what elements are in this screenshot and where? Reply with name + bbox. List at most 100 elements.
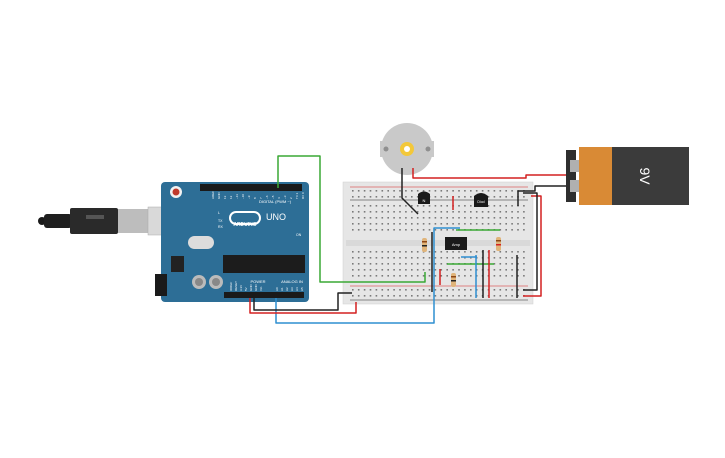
breadboard-hole[interactable] xyxy=(416,295,419,297)
breadboard-hole[interactable] xyxy=(411,295,413,297)
breadboard-hole[interactable] xyxy=(411,251,413,253)
breadboard-hole[interactable] xyxy=(357,211,360,213)
breadboard-hole[interactable] xyxy=(440,257,443,259)
op-amp-ic[interactable]: Amp xyxy=(445,237,467,250)
breadboard-hole[interactable] xyxy=(399,251,401,253)
breadboard-hole[interactable] xyxy=(470,190,472,192)
breadboard-hole[interactable] xyxy=(505,205,507,207)
breadboard-hole[interactable] xyxy=(511,229,513,231)
wire-red-rail[interactable] xyxy=(523,195,542,297)
breadboard-hole[interactable] xyxy=(440,223,443,225)
breadboard-hole[interactable] xyxy=(399,289,401,291)
breadboard-hole[interactable] xyxy=(452,257,454,259)
breadboard-hole[interactable] xyxy=(470,289,472,291)
breadboard-hole[interactable] xyxy=(481,223,484,225)
breadboard-hole[interactable] xyxy=(416,223,419,225)
breadboard-hole[interactable] xyxy=(446,251,448,253)
breadboard-hole[interactable] xyxy=(363,196,366,198)
breadboard-hole[interactable] xyxy=(411,223,413,225)
breadboard[interactable] xyxy=(342,181,534,305)
breadboard-hole[interactable] xyxy=(493,196,496,198)
breadboard-hole[interactable] xyxy=(505,223,507,225)
breadboard-hole[interactable] xyxy=(422,205,425,207)
breadboard-hole[interactable] xyxy=(352,263,354,265)
breadboard-hole[interactable] xyxy=(381,196,384,198)
breadboard-hole[interactable] xyxy=(357,269,360,271)
wire-black-battery[interactable] xyxy=(517,185,566,206)
breadboard-hole[interactable] xyxy=(452,217,454,219)
breadboard-hole[interactable] xyxy=(422,211,425,213)
breadboard-hole[interactable] xyxy=(458,217,460,219)
breadboard-hole[interactable] xyxy=(464,223,466,225)
breadboard-hole[interactable] xyxy=(416,205,419,207)
breadboard-hole[interactable] xyxy=(505,211,507,213)
breadboard-hole[interactable] xyxy=(481,217,484,219)
breadboard-hole[interactable] xyxy=(399,217,401,219)
wire-black-motor[interactable] xyxy=(401,168,419,215)
breadboard-hole[interactable] xyxy=(499,295,502,297)
breadboard-hole[interactable] xyxy=(399,275,401,277)
breadboard-hole[interactable] xyxy=(470,257,472,259)
breadboard-hole[interactable] xyxy=(464,269,466,271)
breadboard-hole[interactable] xyxy=(499,229,502,231)
breadboard-hole[interactable] xyxy=(499,263,502,265)
breadboard-hole[interactable] xyxy=(416,251,419,253)
breadboard-hole[interactable] xyxy=(517,263,519,265)
breadboard-hole[interactable] xyxy=(363,211,366,213)
breadboard-hole[interactable] xyxy=(375,289,378,291)
breadboard-hole[interactable] xyxy=(446,217,448,219)
breadboard-hole[interactable] xyxy=(399,269,401,271)
breadboard-hole[interactable] xyxy=(369,257,372,259)
breadboard-hole[interactable] xyxy=(405,251,407,253)
breadboard-hole[interactable] xyxy=(523,269,525,271)
breadboard-hole[interactable] xyxy=(411,196,413,198)
breadboard-hole[interactable] xyxy=(363,190,366,192)
breadboard-hole[interactable] xyxy=(511,289,513,291)
breadboard-hole[interactable] xyxy=(499,223,502,225)
breadboard-hole[interactable] xyxy=(393,190,395,192)
breadboard-hole[interactable] xyxy=(517,295,519,297)
breadboard-hole[interactable] xyxy=(440,211,443,213)
breadboard-hole[interactable] xyxy=(464,190,466,192)
breadboard-hole[interactable] xyxy=(416,211,419,213)
breadboard-hole[interactable] xyxy=(357,229,360,231)
battery-9v[interactable]: 9V xyxy=(566,147,689,205)
breadboard-hole[interactable] xyxy=(375,211,378,213)
breadboard-hole[interactable] xyxy=(363,269,366,271)
transistor-right[interactable]: Diod xyxy=(474,193,488,207)
breadboard-hole[interactable] xyxy=(434,269,437,271)
breadboard-hole[interactable] xyxy=(405,217,407,219)
breadboard-hole[interactable] xyxy=(475,251,478,253)
breadboard-hole[interactable] xyxy=(428,251,431,253)
breadboard-hole[interactable] xyxy=(452,223,454,225)
breadboard-hole[interactable] xyxy=(352,211,354,213)
breadboard-hole[interactable] xyxy=(357,289,360,291)
arduino-uno-board[interactable]: ARDUINO UNO DIGITAL (PWM ~) POWER ANALOG… xyxy=(155,182,309,302)
breadboard-hole[interactable] xyxy=(369,190,372,192)
wire-black-rail[interactable] xyxy=(523,192,538,291)
breadboard-hole[interactable] xyxy=(446,289,448,291)
breadboard-hole[interactable] xyxy=(387,205,389,207)
wire-black-gnd[interactable] xyxy=(253,292,352,311)
breadboard-hole[interactable] xyxy=(411,190,413,192)
breadboard-hole[interactable] xyxy=(434,205,437,207)
breadboard-hole[interactable] xyxy=(523,211,525,213)
breadboard-hole[interactable] xyxy=(470,205,472,207)
breadboard-hole[interactable] xyxy=(487,217,490,219)
breadboard-hole[interactable] xyxy=(505,190,507,192)
breadboard-hole[interactable] xyxy=(422,190,425,192)
breadboard-hole[interactable] xyxy=(393,263,395,265)
breadboard-hole[interactable] xyxy=(440,190,443,192)
breadboard-hole[interactable] xyxy=(411,217,413,219)
resistor-1[interactable] xyxy=(422,238,427,252)
breadboard-hole[interactable] xyxy=(393,223,395,225)
breadboard-hole[interactable] xyxy=(523,223,525,225)
breadboard-hole[interactable] xyxy=(475,223,478,225)
breadboard-hole[interactable] xyxy=(393,251,395,253)
breadboard-hole[interactable] xyxy=(440,196,443,198)
breadboard-hole[interactable] xyxy=(434,275,437,277)
breadboard-hole[interactable] xyxy=(411,205,413,207)
breadboard-hole[interactable] xyxy=(387,223,389,225)
breadboard-hole[interactable] xyxy=(470,269,472,271)
breadboard-hole[interactable] xyxy=(375,263,378,265)
